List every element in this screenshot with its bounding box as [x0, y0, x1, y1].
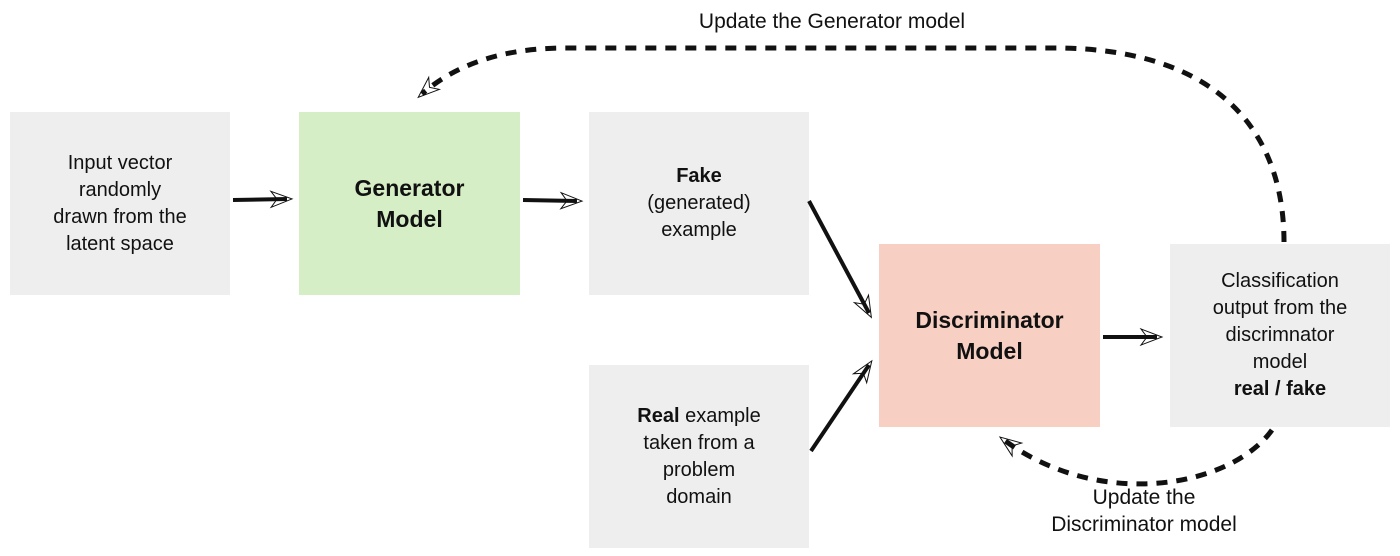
arrow-input-to-generator — [232, 190, 294, 209]
node-input-vector: Input vector randomly drawn from the lat… — [10, 112, 230, 295]
real-rest-text: example taken from a problem domain — [643, 404, 761, 508]
dashed-arrow-update-discriminator — [998, 428, 1275, 487]
node-real-example: Real example taken from a problem domain — [589, 365, 809, 548]
classification-text: Classification output from the discrimna… — [1212, 270, 1348, 373]
node-discriminator-model-label: Discriminator Model — [915, 306, 1064, 364]
update-generator-label: Update the Generator model — [698, 10, 966, 33]
node-input-vector-label: Input vector randomly drawn from the lat… — [53, 151, 187, 255]
arrow-generator-to-fake — [522, 191, 584, 210]
node-discriminator-model: Discriminator Model — [879, 244, 1100, 427]
node-classification-output: Classification output from the discrimna… — [1170, 244, 1390, 427]
update-discriminator-label: Update the Discriminator model — [1051, 486, 1237, 536]
node-classification-output-label: Classification output from the discrimna… — [1170, 268, 1390, 403]
node-generator-model: Generator Model — [299, 112, 520, 295]
node-fake-example: Fake (generated) example — [589, 112, 809, 295]
arrow-fake-to-discriminator — [807, 200, 873, 319]
node-fake-example-label: Fake (generated) example — [589, 163, 809, 244]
dashed-arrow-update-generator — [417, 45, 1287, 243]
arrow-real-to-discriminator — [809, 359, 873, 453]
node-real-example-label: Real example taken from a problem domain — [589, 403, 809, 511]
real-bold-text: Real — [637, 404, 680, 427]
fake-rest-text: (generated) example — [647, 192, 751, 241]
node-generator-model-label: Generator Model — [354, 174, 465, 232]
fake-bold-text: Fake — [676, 165, 722, 187]
classification-bold-text: real / fake — [1233, 378, 1327, 400]
